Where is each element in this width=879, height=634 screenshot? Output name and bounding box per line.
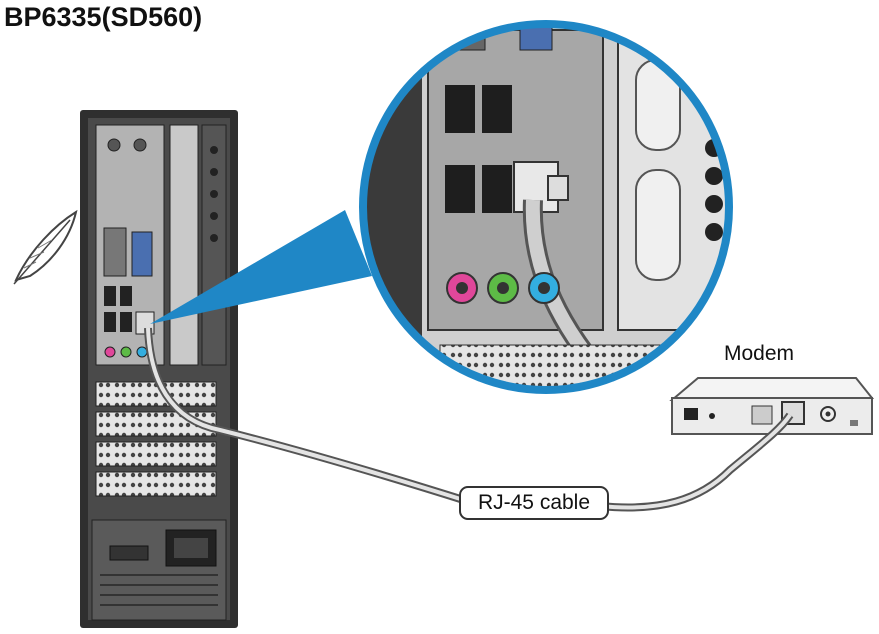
callout-pointer [150,210,372,324]
diagram-title: BP6335(SD560) [4,2,203,32]
modem-label: Modem [724,342,795,365]
cable-label: RJ-45 cable [459,486,609,520]
zoom-callout [359,20,733,394]
feather-icon [13,209,78,285]
rj45-cable [144,327,794,512]
desktop-tower [80,110,238,628]
modem-device [669,377,875,435]
